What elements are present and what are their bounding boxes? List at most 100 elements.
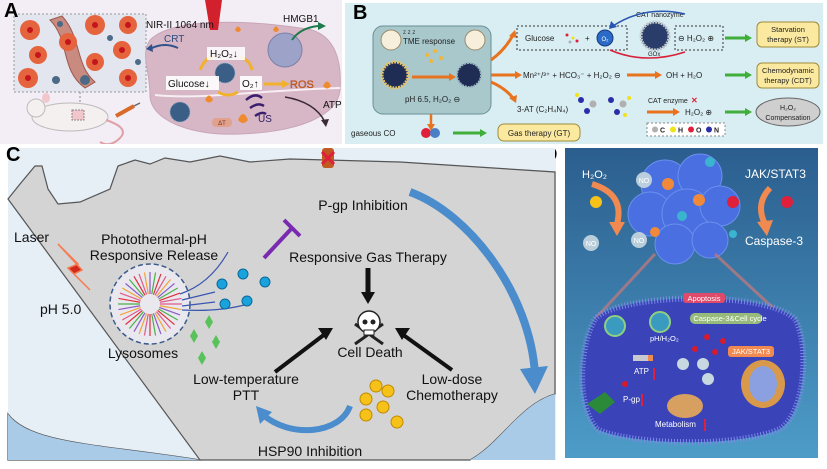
legend-atom-n-icon bbox=[706, 126, 712, 133]
chemo-label-1: Low-dose bbox=[422, 371, 483, 387]
vesicle-icon-1 bbox=[604, 315, 626, 337]
crt-label: CRT bbox=[164, 34, 184, 45]
panel-c-label: C bbox=[6, 144, 21, 166]
no-label-2: NO bbox=[634, 238, 645, 245]
lysosome-spike bbox=[152, 313, 162, 335]
ros-label: ROS bbox=[290, 79, 314, 91]
hsp90-label: HSP90 Inhibition bbox=[258, 443, 362, 459]
inhibition-bar-icon bbox=[262, 226, 294, 260]
cat-enzyme-label: CAT enzyme bbox=[648, 98, 688, 105]
o2-molecule-icon bbox=[596, 29, 614, 47]
lysosome-spike bbox=[133, 312, 146, 333]
apoptosis-label: Apoptosis bbox=[688, 294, 721, 303]
vesicle-icon-2 bbox=[649, 311, 671, 333]
metabolism-label: Metabolism bbox=[655, 420, 696, 429]
release-label-1: Photothermal-pH bbox=[101, 231, 207, 247]
branch-arrow-at-icon bbox=[490, 80, 515, 99]
o2-label: O₂↑ bbox=[242, 79, 259, 90]
us-label: US bbox=[258, 114, 272, 125]
caspase3-label: Caspase-3 bbox=[745, 234, 803, 248]
ptt-label-1: Low-temperature bbox=[193, 371, 299, 387]
tumor-spheroid-icon bbox=[627, 153, 741, 265]
nanoparticle-loaded-icon bbox=[380, 60, 410, 90]
h2o2-no-arrow-icon bbox=[591, 181, 622, 225]
h2o2-particle-icon bbox=[590, 196, 602, 208]
lysosome-spike bbox=[155, 311, 172, 329]
cat-nanozyme-arrow-icon bbox=[612, 10, 686, 27]
lysosome-spike bbox=[133, 275, 146, 296]
cell-death-label: Cell Death bbox=[337, 344, 402, 360]
ptt-label-2: PTT bbox=[233, 387, 260, 403]
tumor-cells bbox=[18, 15, 141, 88]
legend-atom-o-icon bbox=[688, 126, 694, 133]
panel-b-label: B bbox=[353, 2, 368, 24]
lysosome-spike bbox=[157, 309, 175, 326]
lysosome-spike bbox=[121, 308, 142, 321]
lysosome-spike bbox=[121, 287, 142, 300]
svg-text:+: + bbox=[585, 34, 590, 43]
lysosome-spike bbox=[159, 305, 182, 311]
gox-arrow-icon bbox=[609, 49, 686, 59]
gox-nanozyme-icon bbox=[639, 20, 671, 52]
lysosome-spike bbox=[138, 313, 148, 335]
lysosome-spike bbox=[138, 273, 148, 295]
branch-arrow-st-icon bbox=[490, 34, 515, 62]
mouse-icon bbox=[26, 93, 124, 144]
happy-face-icon bbox=[464, 29, 486, 51]
starvation-box bbox=[756, 21, 820, 48]
h2o2-box bbox=[674, 25, 724, 51]
panel-a-illustration: ΔT NIR-II 1064 nm CRT HMGB1 H₂O₂↓ Glucos… bbox=[0, 0, 342, 144]
legend-atom-n-label: N bbox=[714, 128, 719, 135]
hmgb1-arrow-icon bbox=[291, 25, 319, 41]
caspase-cycle-badge bbox=[690, 313, 762, 324]
atp-arrow-icon bbox=[284, 96, 326, 123]
laser-label: Laser bbox=[14, 229, 49, 245]
jak-caspase-arrow-icon bbox=[758, 185, 773, 226]
panel-d: H₂O₂ NO NO NO JAK/STAT3 Caspase-3 Apopto… bbox=[555, 144, 827, 469]
lysosome-spike bbox=[155, 279, 172, 297]
lysosome-spike bbox=[143, 272, 149, 295]
atp-label-d: ATP bbox=[634, 367, 649, 376]
pgp-inhibition-label: P-gp Inhibition bbox=[318, 197, 408, 213]
legend-atom-c-label: C bbox=[660, 128, 665, 135]
gaseous-co-label: gaseous CO bbox=[351, 129, 395, 138]
panel-a-label: A bbox=[4, 0, 19, 22]
gas-therapy-label-c: Responsive Gas Therapy bbox=[289, 249, 447, 265]
legend-atom-h-label: H bbox=[678, 128, 683, 135]
lysosome-spike bbox=[154, 312, 167, 333]
lysosome-spike bbox=[128, 311, 145, 329]
lysosome-spike bbox=[159, 292, 181, 302]
nanoparticle-released-icon bbox=[456, 62, 482, 88]
atom-legend bbox=[646, 122, 726, 137]
h2o2-row3-label: H₂O₂ ⊕ bbox=[685, 108, 712, 117]
h2o2-label-d: H₂O₂ bbox=[582, 169, 607, 181]
lysosome-spike bbox=[158, 287, 179, 300]
lysosome-spike bbox=[158, 308, 179, 321]
panel-c: Laser Photothermal-pH Responsive Release… bbox=[0, 144, 560, 469]
lysosome-spike bbox=[159, 306, 181, 316]
ph-label: pH 6.5, H₂O₂ ⊖ bbox=[405, 95, 460, 104]
no-inner-bubbles bbox=[677, 358, 714, 385]
panel-b: z z z TME response pH 6.5, H₂O₂ ⊖ gaseou… bbox=[345, 0, 827, 144]
cell-membrane-icon bbox=[579, 295, 807, 446]
compensation-label-2: Compensation bbox=[765, 115, 810, 122]
gox-label: GOx bbox=[648, 52, 660, 58]
jak-particle-icon bbox=[781, 196, 793, 208]
ultrasound-icon bbox=[245, 94, 267, 118]
lysosome-spike bbox=[125, 282, 143, 299]
lysosome-spike bbox=[151, 313, 157, 336]
mitochondria-icon bbox=[667, 394, 703, 418]
zzz-icon: z z z bbox=[403, 30, 415, 36]
red-particles-d bbox=[622, 334, 726, 387]
sleeping-face-icon bbox=[380, 29, 402, 51]
yellow-drug-particles bbox=[359, 379, 404, 429]
lysosome-spike bbox=[159, 297, 182, 303]
panel-c-illustration: Laser Photothermal-pH Responsive Release… bbox=[7, 148, 556, 461]
ptt-to-death-arrow-icon bbox=[273, 332, 327, 374]
chemo-label-2: Chemotherapy bbox=[406, 387, 498, 403]
jak-stat3-label-inner: JAK/STAT3 bbox=[732, 347, 770, 356]
no-label-3: NO bbox=[639, 178, 650, 185]
chemo-to-death-arrow-icon bbox=[400, 332, 454, 372]
ph-h2o2-label-d: pH/H₂O₂ bbox=[650, 334, 679, 343]
spheroid-particles bbox=[650, 157, 739, 238]
